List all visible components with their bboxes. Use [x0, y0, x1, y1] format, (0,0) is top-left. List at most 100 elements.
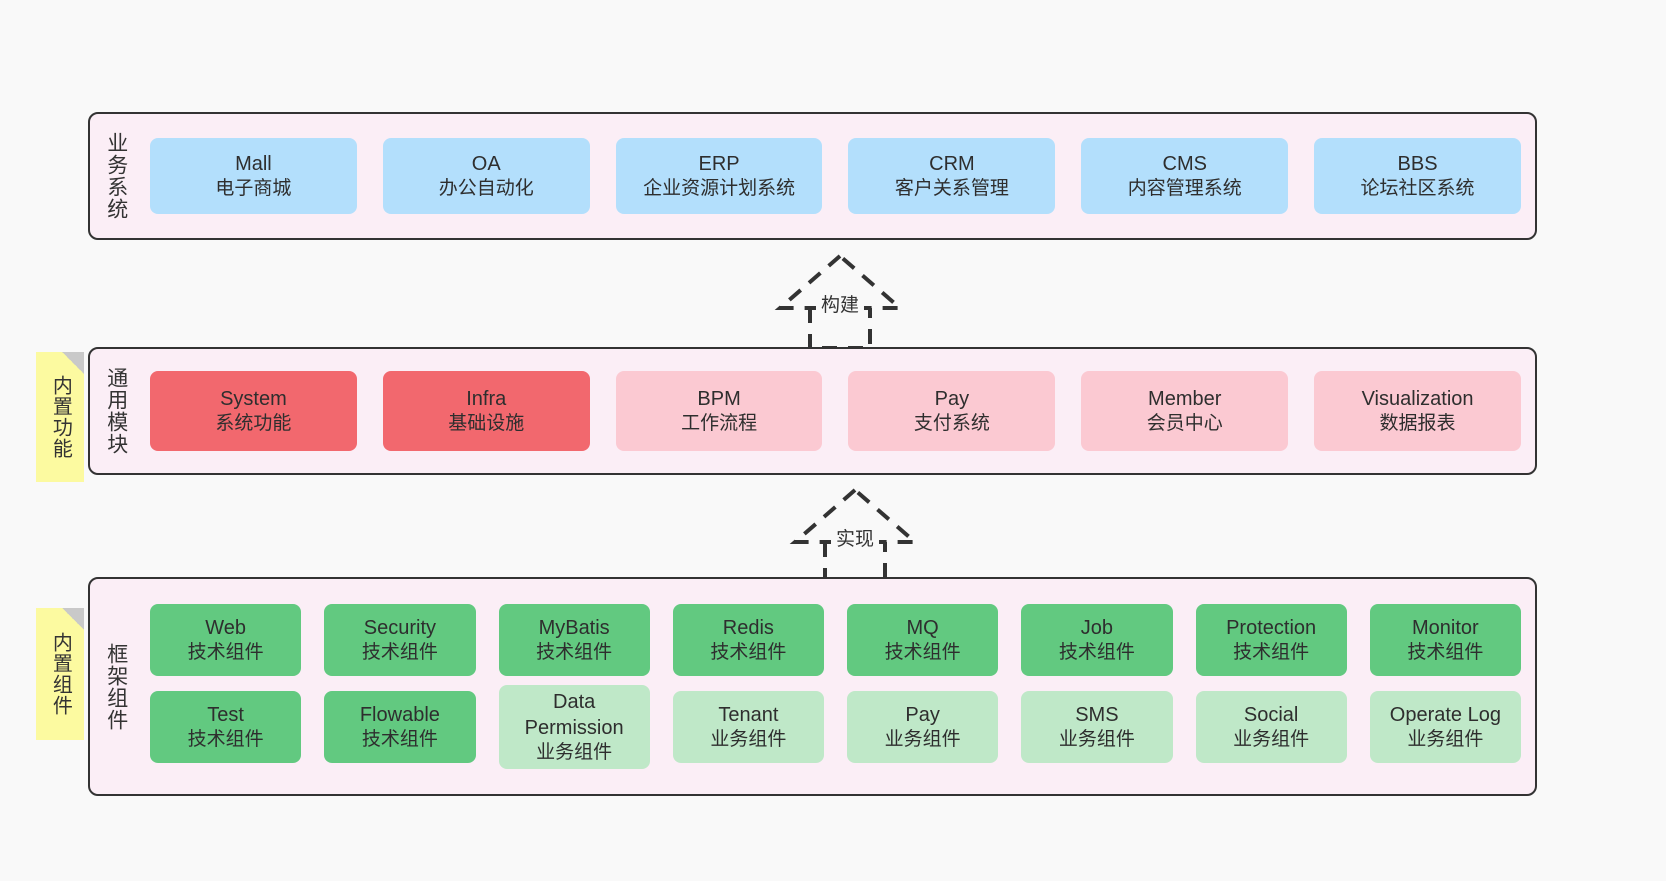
node-subtitle: 业务组件	[884, 728, 961, 750]
sticky-note-label: 内置功能	[49, 375, 72, 459]
node-pay-component[interactable]: Pay 业务组件	[847, 691, 999, 763]
node-subtitle: 客户关系管理	[894, 177, 1009, 199]
node-title: Operate Log	[1389, 703, 1501, 726]
framework-row-business: Test 技术组件 Flowable 技术组件 Data Permission …	[150, 685, 1521, 769]
node-subtitle: 办公自动化	[438, 177, 534, 199]
node-web[interactable]: Web 技术组件	[150, 604, 302, 676]
node-subtitle: 技术组件	[884, 641, 961, 663]
node-subtitle: 会员中心	[1146, 412, 1223, 434]
node-title: Test	[207, 703, 244, 726]
node-subtitle: 业务组件	[536, 741, 613, 763]
node-subtitle: 工作流程	[681, 412, 758, 434]
node-job[interactable]: Job 技术组件	[1021, 604, 1173, 676]
node-monitor[interactable]: Monitor 技术组件	[1369, 604, 1521, 676]
node-title: BBS	[1397, 152, 1438, 175]
node-subtitle: 业务组件	[1233, 728, 1310, 750]
node-erp[interactable]: ERP 企业资源计划系统	[615, 138, 823, 214]
node-subtitle: 技术组件	[710, 641, 787, 663]
node-title: Pay	[934, 387, 970, 410]
node-flowable[interactable]: Flowable 技术组件	[324, 691, 476, 763]
node-title: Infra	[466, 387, 507, 410]
node-protection[interactable]: Protection 技术组件	[1195, 604, 1347, 676]
node-title: Social	[1243, 703, 1299, 726]
node-title: Security	[363, 616, 436, 639]
node-title: MQ	[906, 616, 939, 639]
node-oa[interactable]: OA 办公自动化	[382, 138, 590, 214]
node-title: Job	[1080, 616, 1113, 639]
layer-title-common-modules: 通用模块	[104, 367, 128, 455]
node-subtitle: 技术组件	[1058, 641, 1135, 663]
node-tenant[interactable]: Tenant 业务组件	[672, 691, 824, 763]
node-subtitle: 电子商城	[215, 177, 292, 199]
layer-framework-components: 框架组件 Web 技术组件 Security 技术组件 MyBatis 技术组件…	[88, 577, 1537, 796]
connector-build: 构建	[760, 252, 920, 352]
node-title: Member	[1148, 387, 1222, 410]
node-sms[interactable]: SMS 业务组件	[1021, 691, 1173, 763]
node-subtitle: 技术组件	[187, 641, 264, 663]
node-title: Web	[205, 616, 246, 639]
node-visualization[interactable]: Visualization 数据报表	[1314, 371, 1521, 451]
node-mq[interactable]: MQ 技术组件	[847, 604, 999, 676]
node-subtitle: 基础设施	[448, 412, 525, 434]
node-subtitle: 技术组件	[187, 728, 264, 750]
layer-body-business-system: Mall 电子商城 OA 办公自动化 ERP 企业资源计划系统 CRM 客户关系…	[142, 114, 1535, 238]
node-subtitle: 技术组件	[536, 641, 613, 663]
node-social[interactable]: Social 业务组件	[1195, 691, 1347, 763]
node-data-permission[interactable]: Data Permission 业务组件	[498, 685, 650, 769]
framework-row-tech: Web 技术组件 Security 技术组件 MyBatis 技术组件 Redi…	[150, 604, 1521, 676]
node-infra[interactable]: Infra 基础设施	[382, 371, 590, 451]
node-subtitle: 技术组件	[1233, 641, 1310, 663]
node-title: Data Permission	[524, 690, 624, 739]
node-subtitle: 业务组件	[1058, 728, 1135, 750]
sticky-note-builtin-components: 内置组件	[36, 608, 84, 740]
node-subtitle: 数据报表	[1379, 412, 1456, 434]
node-title: Redis	[722, 616, 774, 639]
node-title: CMS	[1162, 152, 1207, 175]
layer-title-business-system: 业务系统	[104, 132, 128, 220]
sticky-note-label: 内置组件	[49, 632, 72, 716]
node-mybatis[interactable]: MyBatis 技术组件	[498, 604, 650, 676]
node-title: Flowable	[359, 703, 440, 726]
layer-common-modules: 通用模块 System 系统功能 Infra 基础设施 BPM 工作流程 Pay…	[88, 347, 1537, 475]
node-test[interactable]: Test 技术组件	[150, 691, 302, 763]
node-bpm[interactable]: BPM 工作流程	[615, 371, 823, 451]
node-system[interactable]: System 系统功能	[150, 371, 357, 451]
node-subtitle: 业务组件	[710, 728, 787, 750]
node-title: Pay	[905, 703, 940, 726]
node-operate-log[interactable]: Operate Log 业务组件	[1369, 691, 1521, 763]
connector-realize-label: 实现	[830, 524, 880, 551]
connector-build-label: 构建	[815, 290, 865, 317]
node-redis[interactable]: Redis 技术组件	[672, 604, 824, 676]
node-subtitle: 技术组件	[361, 641, 438, 663]
node-subtitle: 技术组件	[361, 728, 438, 750]
node-title: Tenant	[718, 703, 779, 726]
node-mall[interactable]: Mall 电子商城	[150, 138, 357, 214]
connector-realize: 实现	[775, 486, 935, 586]
node-subtitle: 内容管理系统	[1127, 177, 1242, 199]
node-title: MyBatis	[538, 616, 610, 639]
node-security[interactable]: Security 技术组件	[324, 604, 476, 676]
node-title: Monitor	[1412, 616, 1479, 639]
layer-business-system: 业务系统 Mall 电子商城 OA 办公自动化 ERP 企业资源计划系统 CRM…	[88, 112, 1537, 240]
node-subtitle: 业务组件	[1407, 728, 1484, 750]
layer-body-common-modules: System 系统功能 Infra 基础设施 BPM 工作流程 Pay 支付系统…	[142, 349, 1535, 473]
node-crm[interactable]: CRM 客户关系管理	[848, 138, 1056, 214]
node-title: BPM	[697, 387, 741, 410]
layer-title-framework-components: 框架组件	[104, 642, 128, 731]
layer-body-framework-components: Web 技术组件 Security 技术组件 MyBatis 技术组件 Redi…	[142, 579, 1535, 794]
node-subtitle: 企业资源计划系统	[643, 177, 796, 199]
node-cms[interactable]: CMS 内容管理系统	[1081, 138, 1289, 214]
node-subtitle: 支付系统	[913, 412, 990, 434]
sticky-note-builtin-features: 内置功能	[36, 352, 84, 482]
node-title: SMS	[1075, 703, 1119, 726]
node-subtitle: 论坛社区系统	[1360, 177, 1475, 199]
node-title: Mall	[235, 152, 272, 175]
node-title: OA	[471, 152, 501, 175]
node-title: ERP	[698, 152, 740, 175]
node-bbs[interactable]: BBS 论坛社区系统	[1314, 138, 1521, 214]
node-subtitle: 系统功能	[215, 412, 292, 434]
node-member[interactable]: Member 会员中心	[1081, 371, 1289, 451]
node-pay[interactable]: Pay 支付系统	[848, 371, 1056, 451]
node-title: Protection	[1226, 616, 1317, 639]
